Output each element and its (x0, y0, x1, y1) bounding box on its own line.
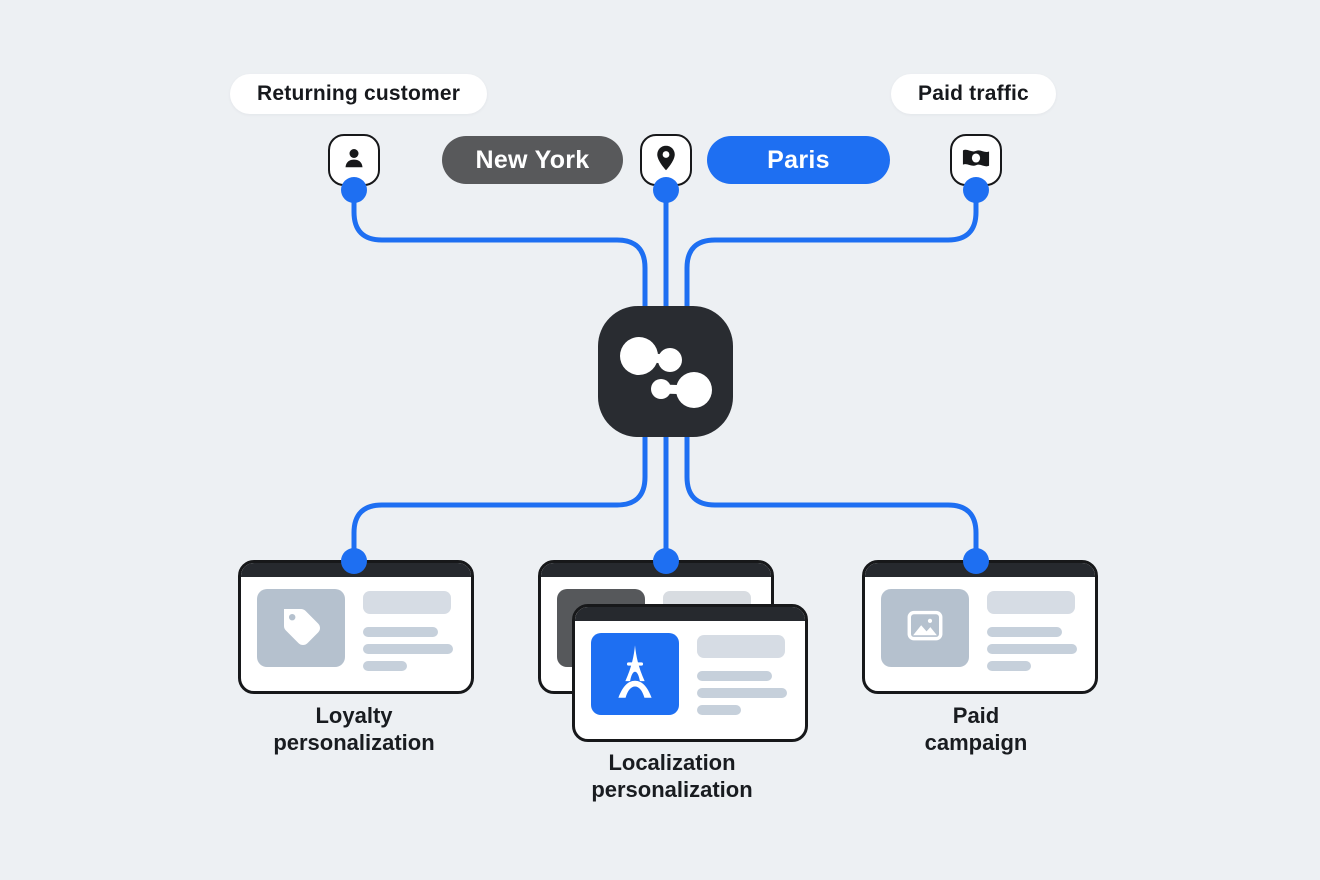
text-placeholders (363, 589, 453, 678)
price-tag-icon (277, 602, 325, 655)
connection-dot (653, 177, 679, 203)
connection-dot (963, 177, 989, 203)
photo-icon (902, 603, 948, 654)
new-york-pill: New York (442, 136, 623, 184)
paid-campaign-card (862, 560, 1098, 694)
loyalty-personalization-label: Loyalty personalization (273, 703, 435, 755)
connection-dot (963, 548, 989, 574)
connection-dot (653, 548, 679, 574)
connector-hub-to-paid-campaign (684, 427, 979, 563)
localization-personalization-label: Localization personalization (591, 750, 753, 802)
localization-personalization-card (572, 604, 808, 742)
paid-campaign-label: Paid campaign (924, 703, 1028, 755)
card-titlebar (575, 607, 805, 621)
campaign-image-placeholder (881, 589, 969, 667)
eiffel-tower-icon (609, 642, 661, 707)
personalization-engine-hub (598, 306, 733, 437)
text-placeholders (697, 633, 787, 722)
paid-traffic-chip (950, 134, 1002, 186)
connected-nodes-logo-icon (598, 304, 733, 440)
localization-image-placeholder (591, 633, 679, 715)
connection-dot (341, 548, 367, 574)
loyalty-personalization-card (238, 560, 474, 694)
returning-customer-tag: Returning customer (230, 74, 488, 114)
person-icon (339, 143, 369, 178)
paris-pill: Paris (707, 136, 890, 184)
connector-returning-customer-to-hub (351, 185, 648, 318)
connector-paid-traffic-to-hub (684, 185, 979, 318)
connector-hub-to-loyalty (351, 427, 648, 563)
location-pin-icon (651, 143, 681, 178)
text-placeholders (987, 589, 1077, 678)
connection-dot (341, 177, 367, 203)
money-icon (960, 142, 992, 179)
paid-traffic-tag: Paid traffic (891, 74, 1056, 114)
loyalty-image-placeholder (257, 589, 345, 667)
